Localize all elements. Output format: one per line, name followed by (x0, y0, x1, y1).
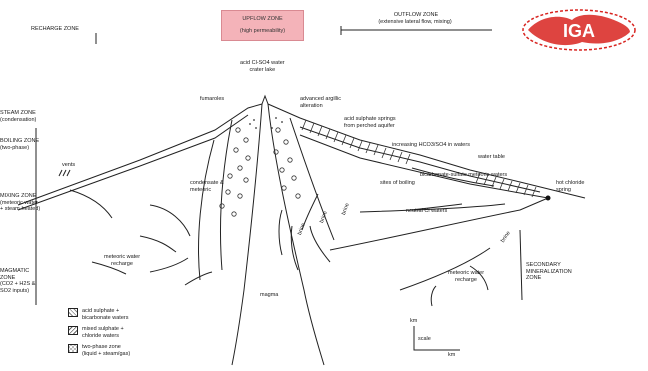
spring-marker (546, 196, 551, 201)
chloride-spring-label: hot chloride spring (556, 180, 584, 193)
two-phase-pattern-icon (68, 344, 78, 353)
fumaroles-label: fumaroles (200, 96, 224, 103)
conduit-right (268, 104, 324, 365)
scale-mark-2: km (448, 352, 455, 359)
recharge-zone-label: RECHARGE ZONE (18, 26, 92, 33)
advanced-argillic-label: advanced argillic alteration (300, 96, 341, 109)
meteoric-recharge-left-label: meteoric water recharge (104, 254, 140, 267)
upflow-zone-title: UPFLOW ZONE (222, 11, 303, 23)
magma-label: magma (260, 292, 278, 299)
mixed-sulphate-pattern-icon (68, 326, 78, 335)
legend-label-acid-sulphate: acid sulphate + bicarbonate waters (82, 308, 128, 321)
neutral-chloride-label: neutral Cl waters (406, 208, 447, 215)
conduit-left (232, 104, 262, 365)
upflow-zone-box: UPFLOW ZONE (high permeability) (221, 10, 304, 41)
hco3-label: increasing HCO3/SO4 in waters (392, 142, 470, 149)
vapor-dots (249, 117, 283, 129)
water-table-label: water table (478, 154, 505, 161)
outflow-zone-title: OUTFLOW ZONE (360, 12, 472, 19)
legend-label-mixed-sulphate: mixed sulphate + chloride waters (82, 326, 124, 339)
scale-mark-1: scale (418, 336, 431, 343)
upflow-zone-subtitle: (high permeability) (222, 23, 303, 35)
globe-logo-icon: IGA (520, 8, 638, 52)
two-phase-bubbles (220, 128, 300, 216)
meteoric-recharge-right-label: meteoric water recharge (448, 270, 484, 283)
scale-vertical-label: km (410, 318, 417, 325)
left-flank (18, 104, 262, 205)
mixing-zone-label: MIXING ZONE (meteoric water + steam-heat… (0, 193, 40, 213)
vents-label: vents (62, 162, 75, 169)
right-margin-bracket (520, 230, 522, 300)
condensate-label: condensate & meteoric (190, 180, 224, 193)
crater-lake-label: acid Cl-SO4 water crater lake (240, 60, 285, 73)
outflow-zone-subtitle: (extensive lateral flow, mixing) (340, 19, 490, 26)
logo-text: IGA (563, 21, 595, 41)
right-flank (268, 104, 585, 198)
steam-zone-label: STEAM ZONE (condensation) (0, 110, 36, 123)
magmatic-zone-label: MAGMATIC ZONE (CO2 + H2S & SO2 inputs) (0, 268, 35, 294)
acid-sulphate-springs-label: acid sulphate springs from perched aquif… (344, 116, 396, 129)
secondary-mineralization-label: SECONDARY MINERALIZATION ZONE (526, 262, 572, 282)
boiling-sites-label: sites of boiling (380, 180, 415, 187)
acid-sulphate-pattern-icon (68, 308, 78, 317)
legend-label-two-phase: two-phase zone (liquid + steam/gas) (82, 344, 130, 357)
outflow-path (330, 198, 548, 250)
boiling-zone-label: BOILING ZONE (two-phase) (0, 138, 39, 151)
bicarbonate-label: bicarbonate-sulfate meteoric waters (420, 172, 507, 179)
